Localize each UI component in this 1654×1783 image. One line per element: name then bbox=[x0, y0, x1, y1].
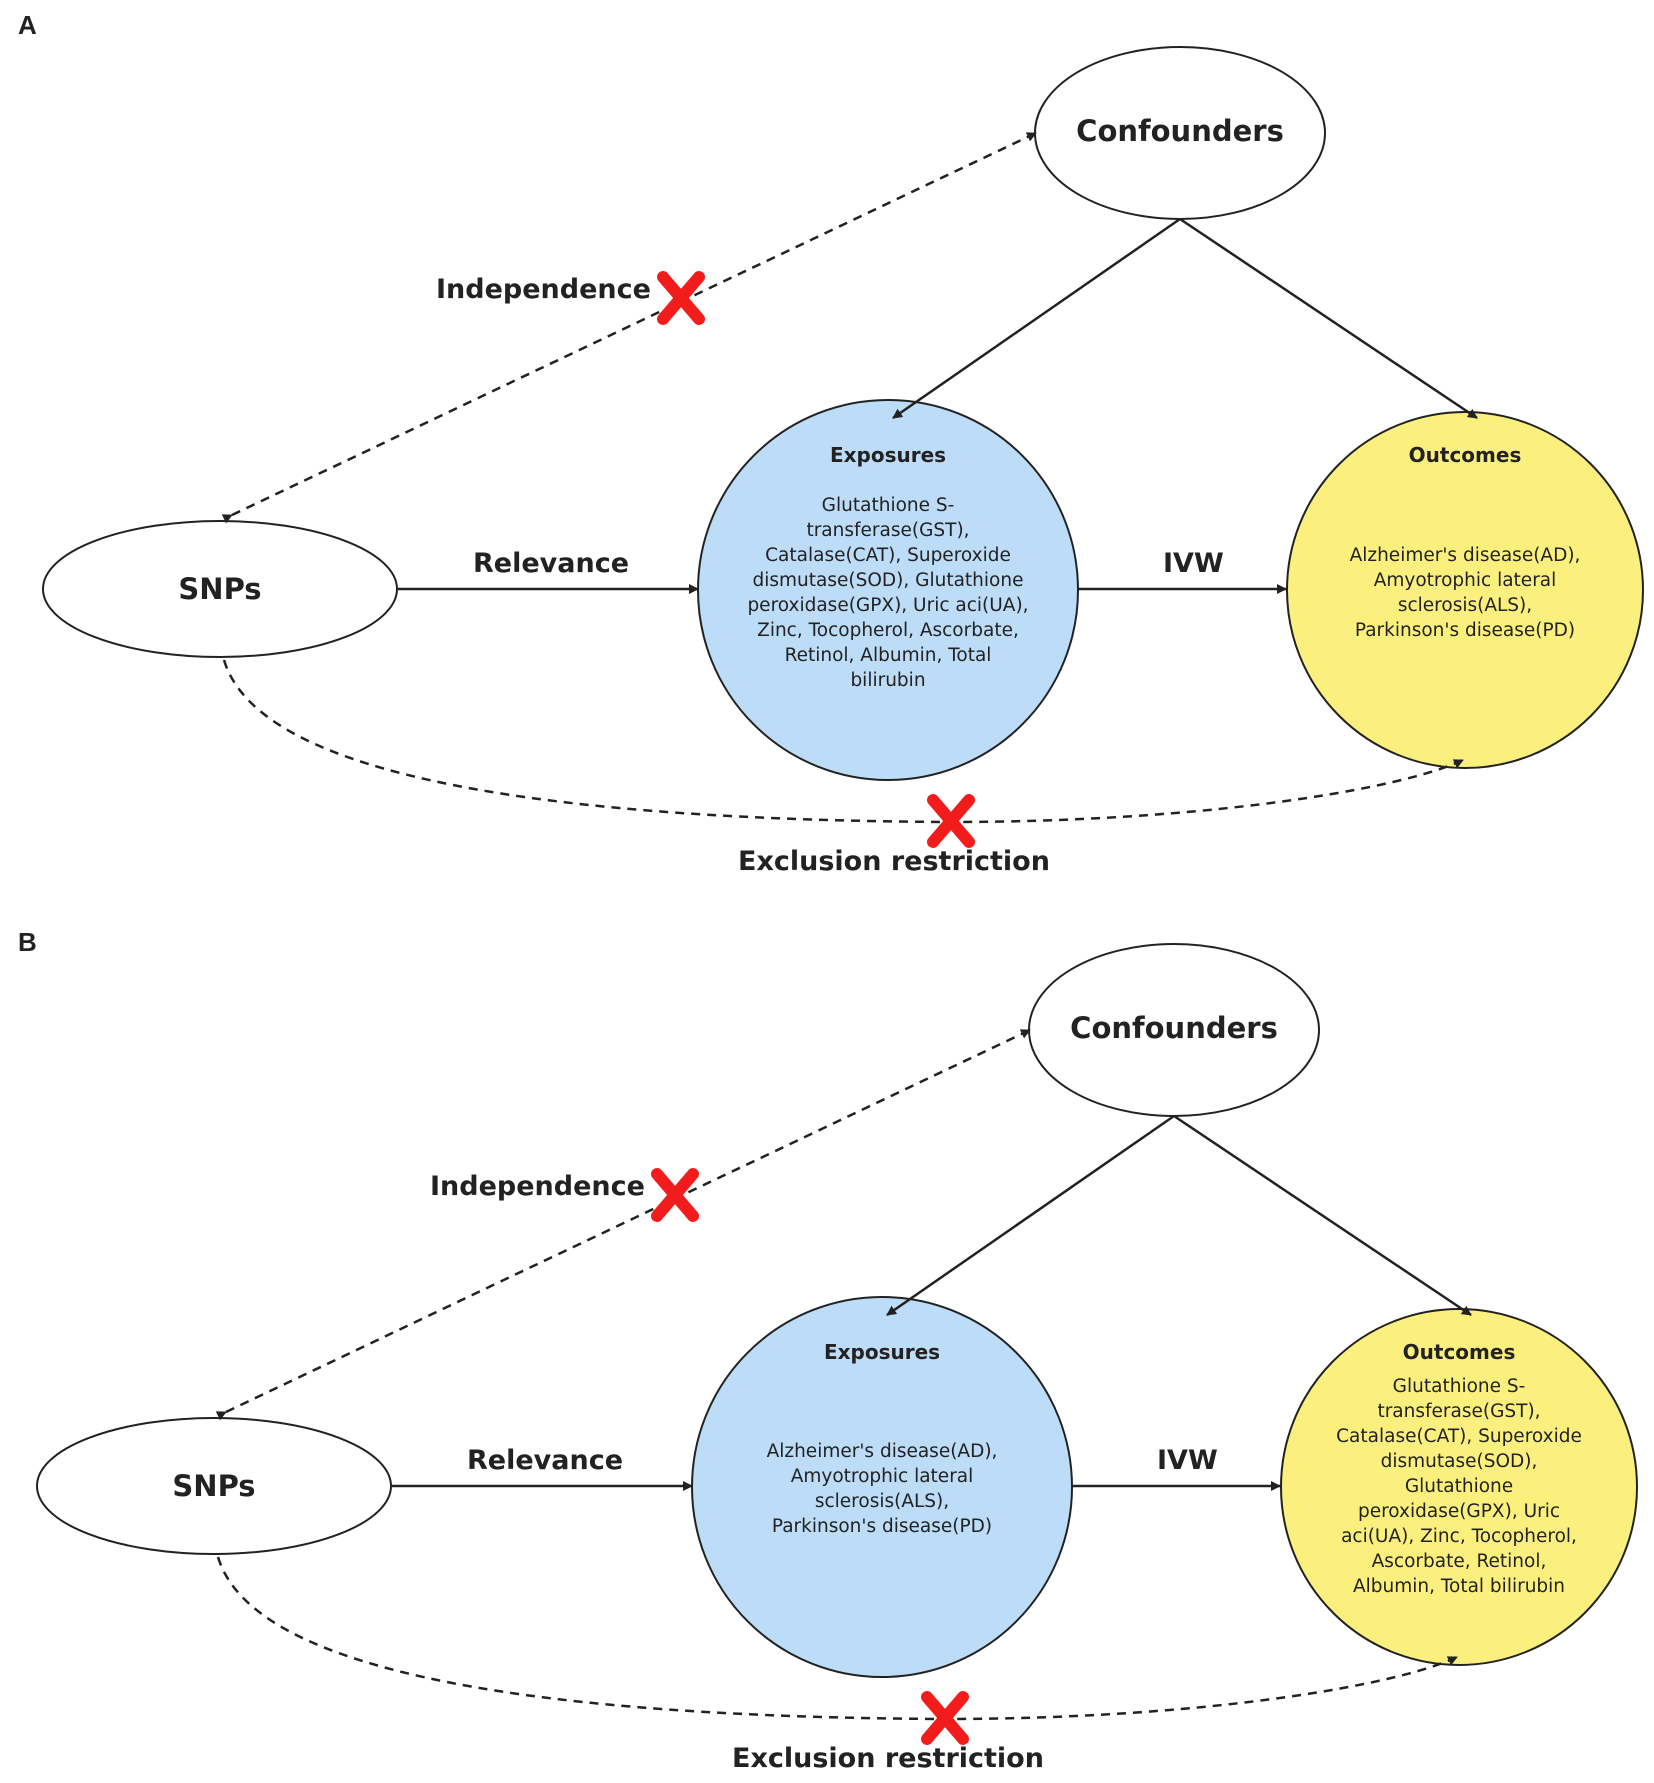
text-line: Retinol, Albumin, Total bbox=[784, 645, 992, 666]
relevance-label: Relevance bbox=[467, 1445, 624, 1476]
text-line: Zinc, Tocopherol, Ascorbate, bbox=[757, 620, 1019, 641]
confounder-to-exposure-arrow bbox=[886, 1114, 1175, 1317]
snps-label: SNPs bbox=[178, 572, 262, 606]
text-line: Parkinson's disease(PD) bbox=[1354, 620, 1576, 641]
text-line: aci(UA), Zinc, Tocopherol, bbox=[1341, 1526, 1577, 1547]
exclusion-restriction-label: Exclusion restriction bbox=[738, 846, 1050, 877]
snps-label: SNPs bbox=[172, 1469, 256, 1503]
independence-label: Independence bbox=[430, 1171, 645, 1202]
text-line: sclerosis(ALS), bbox=[814, 1491, 950, 1512]
confounder-to-outcome-arrow bbox=[1179, 217, 1478, 420]
red-cross-icon bbox=[921, 1691, 969, 1745]
text-line: transferase(GST), bbox=[806, 520, 970, 541]
red-cross-icon bbox=[927, 794, 975, 848]
text-line: Glutathione S- bbox=[821, 495, 955, 516]
outcomes-body: Glutathione S- transferase(GST), Catalas… bbox=[1309, 1374, 1609, 1599]
panel-letter: A bbox=[18, 10, 37, 40]
exposures-title: Exposures bbox=[823, 1340, 941, 1364]
relevance-label: Relevance bbox=[473, 548, 630, 579]
text-line: Amyotrophic lateral bbox=[790, 1466, 974, 1487]
panel-a: A Confounders SNPs Relevance IVW bbox=[18, 10, 1644, 877]
independence-label: Independence bbox=[436, 274, 651, 305]
exposures-body: Glutathione S- transferase(GST), Catalas… bbox=[708, 493, 1068, 693]
outcomes-node bbox=[1280, 1308, 1638, 1666]
text-line: Amyotrophic lateral bbox=[1373, 570, 1557, 591]
text-line: Parkinson's disease(PD) bbox=[771, 1516, 993, 1537]
text-line: Catalase(CAT), Superoxide bbox=[765, 545, 1011, 566]
text-line: peroxidase(GPX), Uric aci(UA), bbox=[747, 595, 1029, 616]
outcomes-title: Outcomes bbox=[1402, 1340, 1516, 1364]
exclusion-dashed-arrow bbox=[222, 659, 1464, 824]
outcomes-title: Outcomes bbox=[1408, 443, 1522, 467]
red-cross-icon bbox=[651, 1168, 699, 1222]
confounders-label: Confounders bbox=[1070, 1011, 1278, 1045]
panel-letter: B bbox=[18, 927, 37, 957]
exclusion-restriction-label: Exclusion restriction bbox=[732, 1743, 1044, 1774]
outcomes-body: Alzheimer's disease(AD), Amyotrophic lat… bbox=[1315, 543, 1615, 643]
outcomes-node bbox=[1286, 411, 1644, 769]
text-line: peroxidase(GPX), Uric bbox=[1357, 1501, 1561, 1522]
panel-b: B Confounders SNPs Relevance IVW Indepen… bbox=[0, 891, 1654, 1783]
ivw-label: IVW bbox=[1157, 1445, 1218, 1476]
snps-node bbox=[36, 1417, 392, 1555]
snps-node bbox=[42, 520, 398, 658]
diagram-b-graphics bbox=[36, 943, 1638, 1745]
text-line: dismutase(SOD), bbox=[1380, 1451, 1538, 1472]
exclusion-dashed-arrow bbox=[216, 1556, 1458, 1721]
diagram-a-graphics bbox=[42, 46, 1644, 848]
text-line: Catalase(CAT), Superoxide bbox=[1336, 1426, 1582, 1447]
text-line: Alzheimer's disease(AD), bbox=[766, 1441, 998, 1462]
text-line: Ascorbate, Retinol, bbox=[1371, 1551, 1547, 1572]
text-line: transferase(GST), bbox=[1377, 1401, 1541, 1422]
text-line: Albumin, Total bilirubin bbox=[1352, 1576, 1566, 1597]
independence-dashed-arrow bbox=[215, 1028, 1031, 1421]
exposures-body: Alzheimer's disease(AD), Amyotrophic lat… bbox=[732, 1439, 1032, 1539]
confounders-label: Confounders bbox=[1076, 114, 1284, 148]
red-cross-icon bbox=[657, 271, 705, 325]
text-line: Alzheimer's disease(AD), bbox=[1349, 545, 1581, 566]
text-line: dismutase(SOD), Glutathione bbox=[752, 570, 1024, 591]
text-line: Glutathione S- bbox=[1392, 1376, 1526, 1397]
text-line: sclerosis(ALS), bbox=[1397, 595, 1533, 616]
exposures-title: Exposures bbox=[829, 443, 947, 467]
independence-dashed-arrow bbox=[221, 131, 1037, 524]
text-line: bilirubin bbox=[850, 670, 926, 691]
text-line: Glutathione bbox=[1404, 1476, 1514, 1497]
confounder-to-outcome-arrow bbox=[1173, 1114, 1472, 1317]
ivw-label: IVW bbox=[1163, 548, 1224, 579]
confounder-to-exposure-arrow bbox=[892, 217, 1181, 420]
